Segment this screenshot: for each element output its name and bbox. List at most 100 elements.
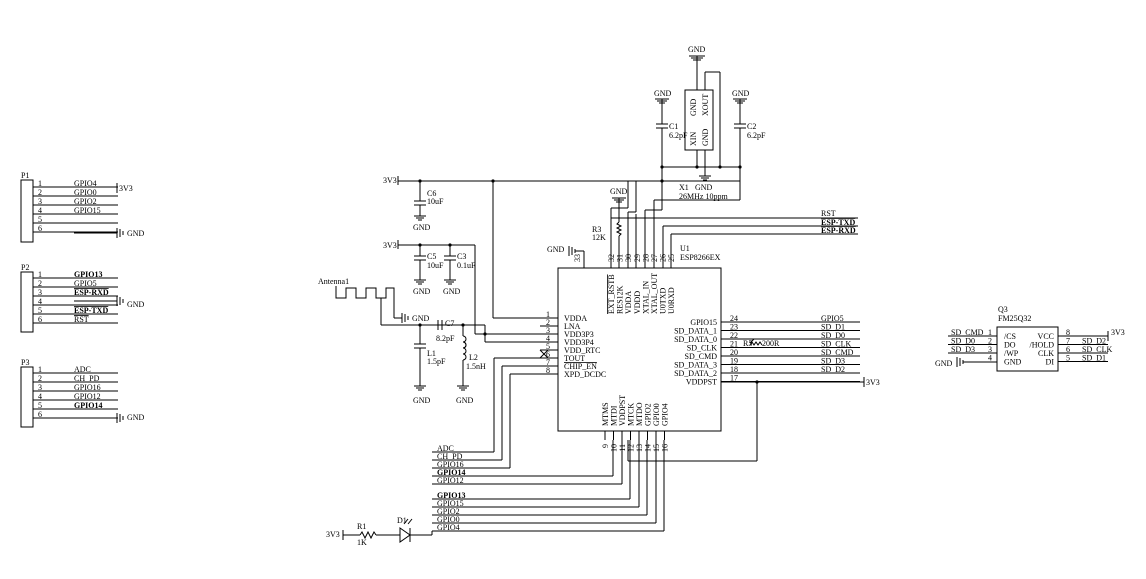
q3-left-pin-number: 1 <box>988 328 992 337</box>
u1-left-pin-number: 6 <box>546 350 550 359</box>
c2-ref: C2 <box>747 122 756 131</box>
x1-value: 26MHz 10ppm <box>679 192 728 201</box>
q3-left-pin-number: 4 <box>988 354 992 363</box>
q3-left-pin-name: /CS <box>1004 332 1016 341</box>
q3-right-pin-name: CLK <box>1038 349 1054 358</box>
u1-right-pin-name: SD_CMD <box>685 352 718 361</box>
q3-right-pin-number: 6 <box>1066 345 1070 354</box>
connector-pin-number: 3 <box>38 383 42 392</box>
connector-pin-number: 6 <box>38 315 42 324</box>
u1-bottom-pin-number: 12 <box>627 444 636 452</box>
u1-top-pin-name: U0TXD <box>659 288 668 314</box>
connector-pin-number: 5 <box>38 215 42 224</box>
connector-pin-number: 3 <box>38 288 42 297</box>
u1-top-pin-name: U0RXD <box>667 287 676 314</box>
u1-left-pin-name: VDD3P3 <box>564 330 594 339</box>
connector-net-label: GPIO4 <box>74 179 97 188</box>
u1-right-pin-number: 22 <box>730 331 738 340</box>
u1-right-net-label: SD_CLK <box>821 340 851 349</box>
c1-gnd-label: GND <box>654 89 672 98</box>
p3-gnd-label: GND <box>127 413 145 422</box>
u1-bottom-pin-name: MTMS <box>601 402 610 426</box>
antenna-label: Antenna1 <box>318 277 349 286</box>
x1-bottom-gnd-label: GND <box>695 183 713 192</box>
q3-left-pin-name: GND <box>1004 358 1022 367</box>
q3-left-pin-name: DO <box>1004 341 1016 350</box>
u1-right-pin-name: VDDPST <box>686 378 717 387</box>
bottom-bus: ADCCH_PDGPIO16GPIO14GPIO12GPIO13GPIO15GP… <box>326 440 665 547</box>
c3-ref: C3 <box>457 252 466 261</box>
connector-net-label: ESP-TXD <box>74 306 108 315</box>
r3-ref: R3 <box>592 225 601 234</box>
connector-pin-number: 2 <box>38 188 42 197</box>
p2-ref: P2 <box>21 263 29 272</box>
u1-top-pin-name: EXT_RSTB <box>607 274 616 314</box>
c7-value: 8.2pF <box>436 334 455 343</box>
r3-and-top-nets: GND R3 12K RST ESP-TXD ESP-RXD <box>592 181 858 268</box>
u1-right-net-label: SD_D1 <box>821 323 845 332</box>
bus-net-label: GPIO15 <box>437 499 464 508</box>
u1-top-pin-name: VDDA <box>624 291 633 314</box>
l2-ref: L2 <box>469 353 478 362</box>
u1-part: ESP8266EX <box>680 253 721 262</box>
connector-pin-number: 2 <box>38 279 42 288</box>
u1-bottom-pin-name: MTDI <box>610 405 619 426</box>
r3-value: 12K <box>592 233 606 242</box>
l2-gnd-label: GND <box>456 396 474 405</box>
u1-bottom-pin-number: 16 <box>661 444 670 452</box>
led-d1-icon <box>399 527 411 543</box>
connector-net-label: GPIO16 <box>74 383 101 392</box>
u1-bottom-pin-number: 10 <box>610 444 619 452</box>
q3-right-pin-name: /HOLD <box>1030 341 1055 350</box>
l1-ref: L1 <box>427 349 436 358</box>
rail2-3v3-label: 3V3 <box>383 241 397 250</box>
p1-3v3-label: 3V3 <box>119 184 133 193</box>
u1-left-pin-number: 4 <box>546 334 550 343</box>
u1-left-pin-name: XPD_DCDC <box>564 370 606 379</box>
r5-ref: R5 <box>743 339 752 348</box>
bus-net-label: GPIO0 <box>437 515 460 524</box>
connector-net-label: GPIO2 <box>74 197 97 206</box>
u1-top-pin-name: XTAL_OUT <box>650 273 659 314</box>
u1-left-pin-number: 5 <box>546 342 550 351</box>
r3-gnd-label: GND <box>610 187 628 196</box>
rail1-3v3-label: 3V3 <box>383 176 397 185</box>
r1-ref: R1 <box>357 522 366 531</box>
q3-right-pin-name: VCC <box>1038 332 1054 341</box>
u1-gnd-pin-num: 33 <box>573 254 582 262</box>
q3-left-net-label: SD_CMD <box>951 328 984 337</box>
x1-pin-xin: XIN <box>689 132 698 146</box>
u1-left-pin-name: LNA <box>564 322 581 331</box>
antenna-1: Antenna1 GND <box>318 277 485 326</box>
c6-gnd-label: GND <box>413 223 431 232</box>
r1-3v3-label: 3V3 <box>326 530 340 539</box>
antenna-trace <box>335 286 395 304</box>
u1-bottom-pin-name: GPIO2 <box>644 403 653 426</box>
c3-value: 0.1uF <box>457 261 476 270</box>
u1-top-pin-name: VDDD <box>633 291 642 314</box>
connector-pin-number: 2 <box>38 374 42 383</box>
u1-right-net-label: SD_D3 <box>821 357 845 366</box>
c1-value: 6.2pF <box>669 131 688 140</box>
q3-gnd-label: GND <box>935 359 953 368</box>
u1-left-pin-number: 2 <box>546 318 550 327</box>
u1-right-pin-name: SD_DATA_1 <box>674 327 717 336</box>
u1-right-net-label: SD_D0 <box>821 331 845 340</box>
p2-gnd-label: GND <box>127 300 145 309</box>
u1-top-pin-number: 27 <box>650 254 659 262</box>
bus-net-label: GPIO2 <box>437 507 460 516</box>
u1-bottom-pin-name: GPIO4 <box>661 403 670 426</box>
crystal-load-caps: GND C1 6.2pF GND C2 6.2pF <box>644 89 766 268</box>
u1-left-pin-name: CHIP_EN <box>564 362 597 371</box>
bus-net-label: GPIO13 <box>437 491 465 500</box>
q3-right-net-label: SD_D1 <box>1082 354 1106 363</box>
power-rail-c5: 3V3 GND C5 10uF GND C3 0.1uF <box>383 240 558 343</box>
u1-left-pin-name: VDD3P4 <box>564 338 594 347</box>
q3-right-pin-number: 7 <box>1066 337 1070 346</box>
q3-right-pin-number: 5 <box>1066 354 1070 363</box>
q3-left-pin-number: 3 <box>988 345 992 354</box>
power-rail-c6: 3V3 GND C6 10uF <box>383 176 740 319</box>
connector-net-label: GPIO14 <box>74 401 102 410</box>
